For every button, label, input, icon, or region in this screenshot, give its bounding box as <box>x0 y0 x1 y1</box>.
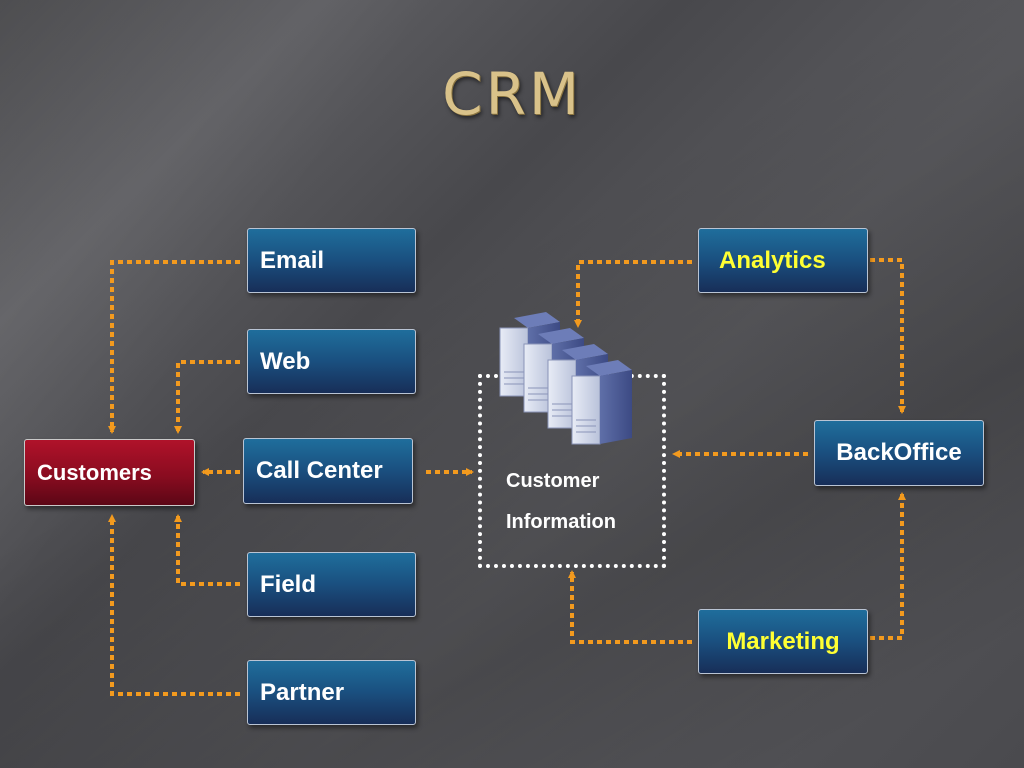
node-marketing: Marketing <box>698 609 868 674</box>
connector-email-customers <box>108 260 240 434</box>
page-title: CRM <box>442 60 582 128</box>
connector-analytics-servers <box>574 260 692 328</box>
node-web: Web <box>247 329 416 394</box>
connector-marketing-backoffice <box>870 492 906 640</box>
connector-partner-customers <box>108 514 240 696</box>
customer-information-label-line2: Information <box>506 511 616 533</box>
node-call-center: Call Center <box>243 438 413 504</box>
server-4 <box>571 360 632 445</box>
node-analytics: Analytics <box>698 228 868 293</box>
node-partner: Partner <box>247 660 416 725</box>
connector-analytics-backoffice <box>870 258 906 414</box>
node-backoffice: BackOffice <box>814 420 984 486</box>
customer-information-label-line1: Customer <box>506 470 600 492</box>
server-stack-icon <box>499 312 632 445</box>
node-field: Field <box>247 552 416 617</box>
node-customers: Customers <box>24 439 195 506</box>
connector-marketing-info <box>568 570 692 644</box>
node-email: Email <box>247 228 416 293</box>
connector-web-customers <box>174 360 240 434</box>
connector-field-customers <box>174 514 240 586</box>
